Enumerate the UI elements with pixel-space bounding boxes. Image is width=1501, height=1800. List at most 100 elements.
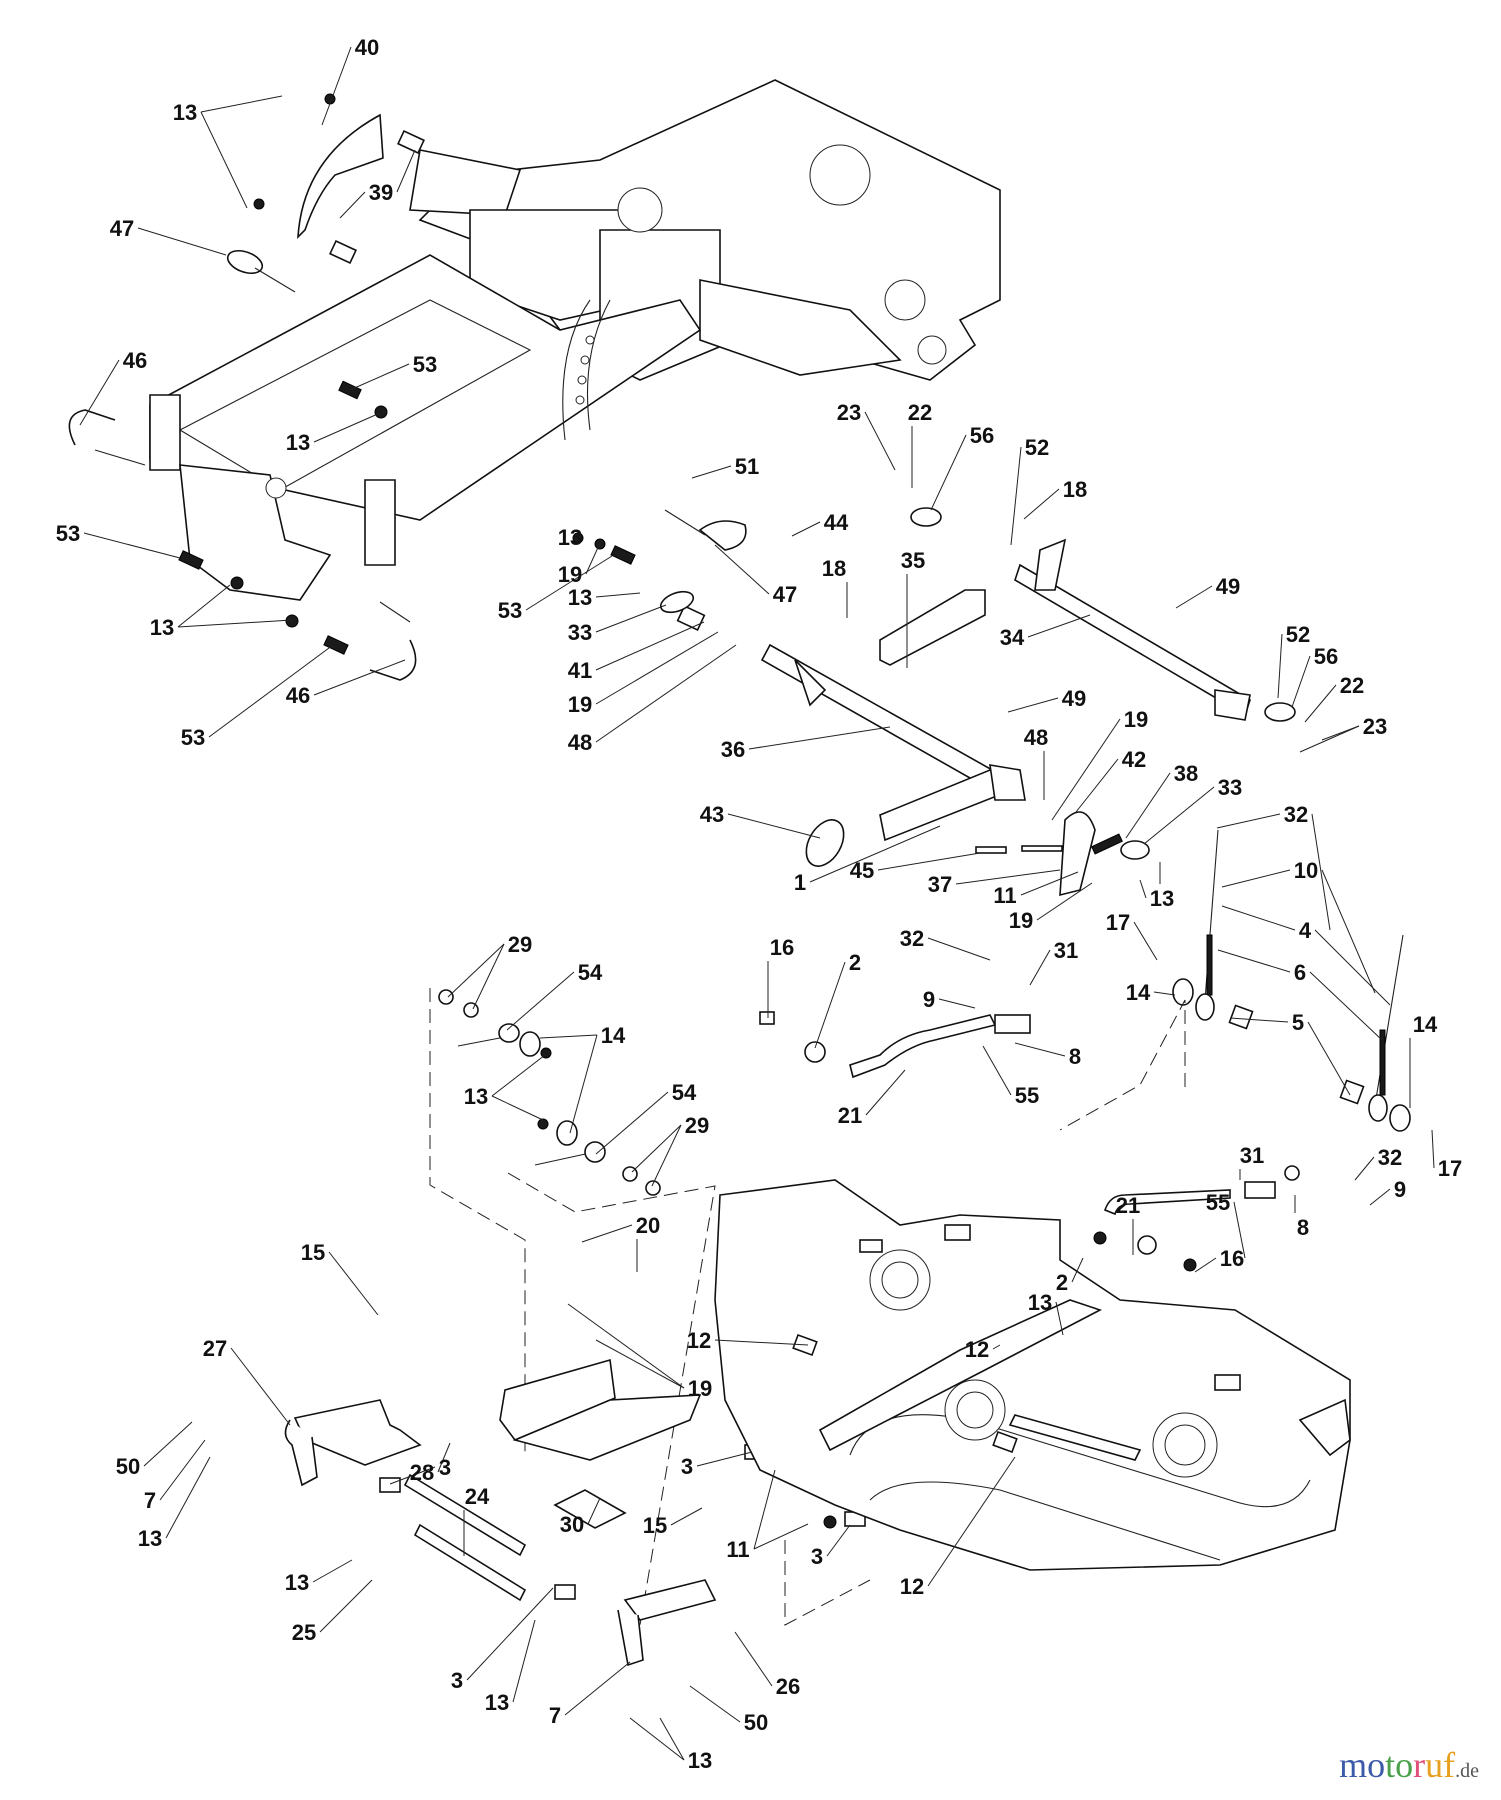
callout-label: 13 — [150, 615, 174, 640]
watermark-letter: r — [1413, 1745, 1426, 1785]
callout-label: 49 — [1062, 686, 1086, 711]
leader-line — [1311, 813, 1331, 931]
callout-label: 21 — [1116, 1193, 1140, 1218]
leader-line — [992, 1344, 1001, 1350]
callout-label: 42 — [1122, 747, 1146, 772]
leader-line — [1299, 725, 1360, 753]
callout-label: 26 — [776, 1674, 800, 1699]
callout-label: 4 — [1299, 918, 1312, 943]
callout-label: 14 — [1126, 980, 1151, 1005]
leader-line — [313, 659, 406, 696]
watermark-letter: f — [1443, 1745, 1456, 1785]
callout-label: 27 — [203, 1336, 227, 1361]
callout-label: 19 — [688, 1376, 712, 1401]
callout-label: 45 — [850, 858, 874, 883]
callout-label: 25 — [292, 1620, 316, 1645]
leader-line — [587, 1497, 601, 1525]
callout-label: 23 — [837, 400, 861, 425]
leader-line — [927, 937, 991, 961]
leader-line — [595, 631, 719, 705]
leader-line — [1221, 905, 1296, 931]
leader-line — [595, 621, 705, 671]
callout-label: 44 — [824, 510, 849, 535]
springs — [178, 380, 636, 655]
callout-label: 54 — [578, 960, 603, 985]
leader-line — [321, 46, 352, 126]
leader-line — [1010, 446, 1022, 546]
leader-line — [159, 1439, 206, 1501]
callout-label: 47 — [110, 216, 134, 241]
leader-line — [525, 555, 613, 611]
callout-label: 31 — [1054, 938, 1078, 963]
callout-label: 47 — [773, 582, 797, 607]
leader-line — [79, 359, 120, 426]
callout-label: 55 — [1206, 1190, 1230, 1215]
callout-label: 41 — [568, 658, 592, 683]
watermark-letter: u — [1425, 1745, 1444, 1785]
leader-line — [982, 1045, 1012, 1096]
callout-label: 23 — [1363, 714, 1387, 739]
leader-line — [809, 825, 941, 883]
callout-label: 33 — [1218, 775, 1242, 800]
callout-label: 31 — [1240, 1143, 1264, 1168]
leader-line — [791, 521, 821, 537]
callout-label: 3 — [811, 1544, 823, 1569]
leader-line — [1133, 921, 1158, 961]
leader-line — [143, 1421, 193, 1467]
leader-line — [208, 644, 334, 738]
callout-label: 56 — [1314, 644, 1338, 669]
callout-label: 18 — [1063, 477, 1087, 502]
height-adjust-plate — [253, 93, 425, 265]
callout-label: 36 — [721, 737, 745, 762]
callout-label: 22 — [1340, 673, 1364, 698]
leader-line — [714, 544, 770, 595]
leader-line — [1309, 971, 1383, 1041]
leader-line — [1216, 813, 1281, 829]
callout-label: 3 — [681, 1454, 693, 1479]
callout-label: 32 — [1284, 802, 1308, 827]
leader-line — [1055, 1301, 1064, 1336]
callout-label: 32 — [900, 926, 924, 951]
leader-line — [328, 1251, 379, 1316]
leader-line — [312, 1559, 353, 1583]
leader-line — [319, 1579, 373, 1633]
callout-label: 53 — [181, 725, 205, 750]
watermark-suffix: .de — [1455, 1760, 1479, 1782]
leader-line — [1431, 1129, 1435, 1169]
callout-label: 48 — [568, 730, 592, 755]
lift-rods — [1172, 829, 1411, 1132]
callout-label: 38 — [1174, 761, 1198, 786]
callout-label: 12 — [687, 1328, 711, 1353]
callout-label: 13 — [285, 1570, 309, 1595]
callout-label: 10 — [1294, 858, 1318, 883]
callout-label: 13 — [485, 1690, 509, 1715]
leader-line — [491, 1054, 546, 1097]
callout-label: 16 — [770, 935, 794, 960]
leader-line — [567, 1303, 685, 1389]
leader-line — [466, 1587, 554, 1681]
callout-label: 13 — [138, 1526, 162, 1551]
leader-line — [1036, 882, 1093, 921]
callout-label: 39 — [369, 180, 393, 205]
callout-label: 32 — [1378, 1145, 1402, 1170]
callout-label: 48 — [1024, 725, 1048, 750]
leader-line — [396, 149, 416, 193]
leader-line — [177, 619, 293, 628]
callout-label: 49 — [1216, 574, 1240, 599]
callout-label: 19 — [558, 562, 582, 587]
callout-label: 50 — [116, 1454, 140, 1479]
leader-line — [137, 227, 227, 256]
callout-label: 13 — [568, 585, 592, 610]
callout-label: 6 — [1294, 960, 1306, 985]
callout-label: 18 — [822, 556, 846, 581]
leader-line — [1075, 758, 1119, 813]
callout-label: 2 — [849, 950, 861, 975]
callout-label: 24 — [465, 1484, 490, 1509]
callout-label: 21 — [838, 1103, 862, 1128]
watermark-letter: o — [1367, 1745, 1386, 1785]
leader-line — [389, 1466, 436, 1485]
watermark-letter: t — [1385, 1745, 1396, 1785]
callout-label: 7 — [144, 1488, 156, 1513]
leader-line — [689, 1685, 741, 1723]
callout-label: 29 — [508, 932, 532, 957]
